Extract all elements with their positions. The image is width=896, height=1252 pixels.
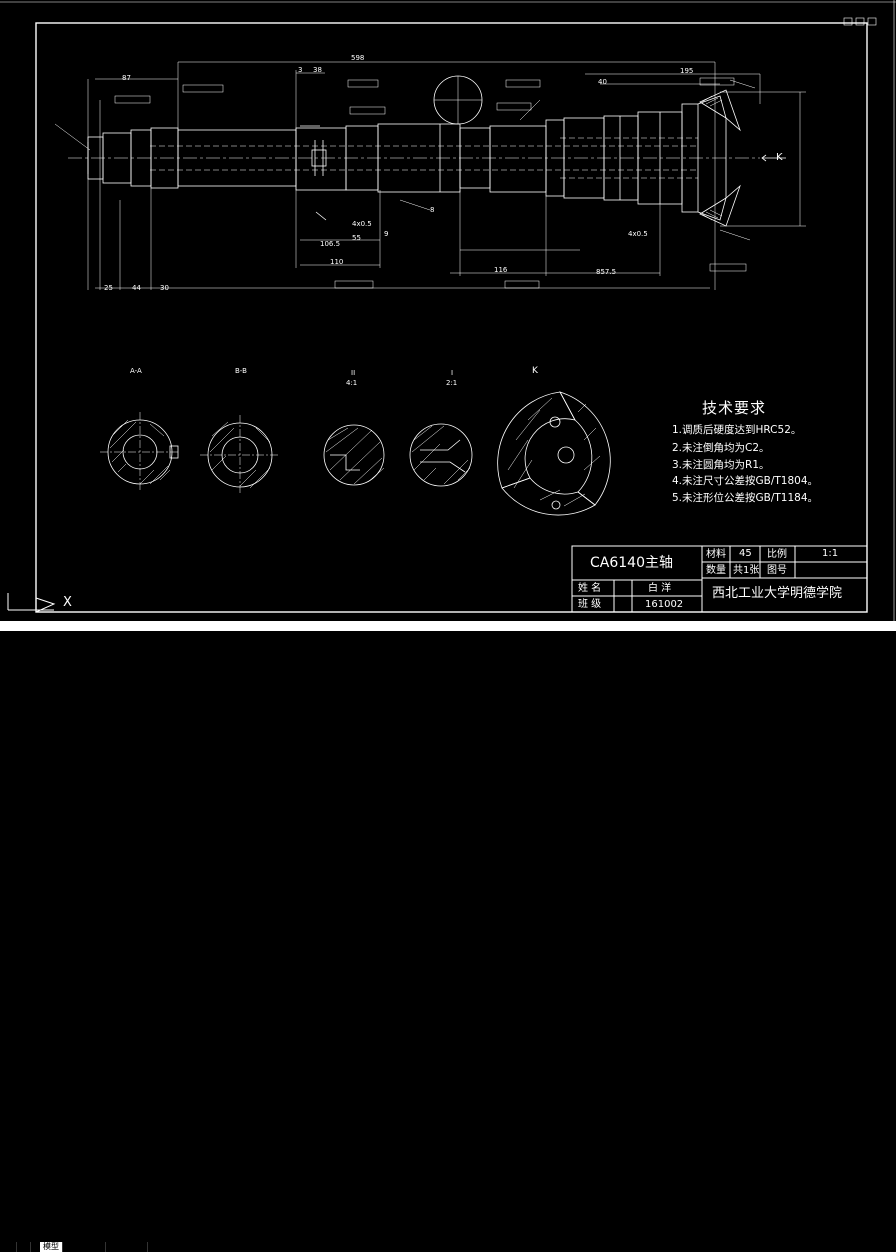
dim-30: 30 — [160, 284, 169, 292]
tech-requirement-item: 3.未注圆角均为R1。 — [672, 459, 770, 471]
detail-1-scale: 2:1 — [446, 379, 458, 387]
ucs-x-label: X — [63, 595, 72, 610]
sections-row — [100, 391, 611, 516]
tab-scroll-right-icon[interactable]: ▸ — [14, 1242, 31, 1252]
section-a-a-label: A-A — [130, 367, 142, 375]
dim-106: 106.5 — [320, 240, 341, 248]
scale-label: 比例 — [767, 549, 787, 560]
dim-8: 8 — [430, 206, 435, 214]
tab-layout-1[interactable]: 布局1 — [78, 1242, 107, 1252]
title-block-lines — [571, 545, 868, 613]
name-label: 姓 名 — [578, 583, 602, 594]
dim-38: 38 — [313, 66, 322, 74]
quantity-label: 数量 — [706, 565, 726, 576]
dim-4x05-b: 4x0.5 — [628, 230, 648, 238]
dim-87: 87 — [122, 74, 131, 82]
tab-model[interactable]: 模型 — [40, 1242, 63, 1252]
view-k-arrow-label: K — [776, 152, 783, 163]
section-b-b-label: B-B — [235, 367, 247, 375]
school-name: 西北工业大学明德学院 — [712, 586, 843, 601]
cad-drawing-canvas[interactable]: 87 598 195 38 3 40 116 110 55 25 44 30 1… — [0, 0, 896, 631]
detail-1-label: I — [451, 369, 454, 377]
class-value: 161002 — [645, 599, 684, 610]
dim-195: 195 — [680, 67, 694, 75]
class-label: 班 级 — [578, 599, 602, 610]
dim-44: 44 — [132, 284, 141, 292]
dimension-lines — [54, 61, 806, 290]
scale-value: 1:1 — [822, 548, 839, 559]
detail-2-scale: 4:1 — [346, 379, 358, 387]
dim-9: 9 — [384, 230, 389, 238]
detail-2-label: II — [351, 369, 356, 377]
dim-25: 25 — [104, 284, 113, 292]
part-title: CA6140主轴 — [590, 555, 673, 571]
tolerance-frames — [114, 77, 747, 289]
dim-55: 55 — [352, 234, 361, 242]
dim-40: 40 — [598, 78, 607, 86]
layout-tab-bar: ◂ ▸ 模型 布局1 布局2 — [0, 621, 896, 1252]
dim-116: 116 — [494, 266, 508, 274]
sheet-count: 共1张 — [733, 565, 760, 576]
ucs-icon — [7, 593, 56, 613]
material-value: 45 — [739, 548, 752, 559]
drawing-geometry — [0, 0, 896, 621]
drawing-number-label: 图号 — [767, 565, 787, 576]
section-hatching — [109, 397, 601, 507]
dim-857: 857.5 — [596, 268, 617, 276]
dim-4x05: 4x0.5 — [352, 220, 372, 228]
dim-110: 110 — [330, 258, 344, 266]
tab-layout-2[interactable]: 布局2 — [120, 1242, 149, 1252]
name-value: 白 洋 — [648, 583, 672, 594]
tech-requirement-item: 1.调质后硬度达到HRC52。 — [672, 424, 802, 436]
tech-requirement-item: 2.未注倒角均为C2。 — [672, 442, 770, 454]
material-label: 材料 — [706, 549, 726, 560]
tech-requirement-item: 5.未注形位公差按GB/T1184。 — [672, 492, 819, 504]
spindle-elevation — [68, 75, 786, 227]
tech-requirements-title: 技术要求 — [702, 399, 767, 417]
view-k-label: K — [532, 366, 538, 376]
dim-overall: 598 — [351, 54, 365, 62]
tech-requirement-item: 4.未注尺寸公差按GB/T1804。 — [672, 475, 819, 487]
dim-3: 3 — [298, 66, 303, 74]
